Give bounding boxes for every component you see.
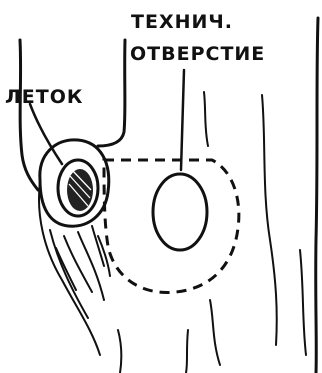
- bark-line: [300, 250, 306, 355]
- pointers: [30, 70, 184, 170]
- trunk-right-edge: [316, 18, 318, 373]
- bark-line: [262, 95, 277, 345]
- bark-line: [204, 92, 208, 146]
- bark-line: [118, 330, 121, 373]
- entrance-hole: [40, 140, 109, 226]
- bark-line: [186, 330, 188, 373]
- bark-line: [210, 300, 220, 365]
- letok-label: ЛЕТОК: [5, 86, 83, 108]
- trunk-shoulder: [98, 40, 125, 146]
- entrance-opening-dark: [67, 169, 93, 211]
- technical-opening-label-line2: ОТВЕРСТИЕ: [130, 43, 265, 65]
- technical-opening: [153, 174, 207, 250]
- hollow-cavity-dashed: [104, 160, 239, 293]
- technical-opening-label-line1: ТЕХНИЧ.: [131, 11, 233, 33]
- technical-pointer: [181, 70, 184, 170]
